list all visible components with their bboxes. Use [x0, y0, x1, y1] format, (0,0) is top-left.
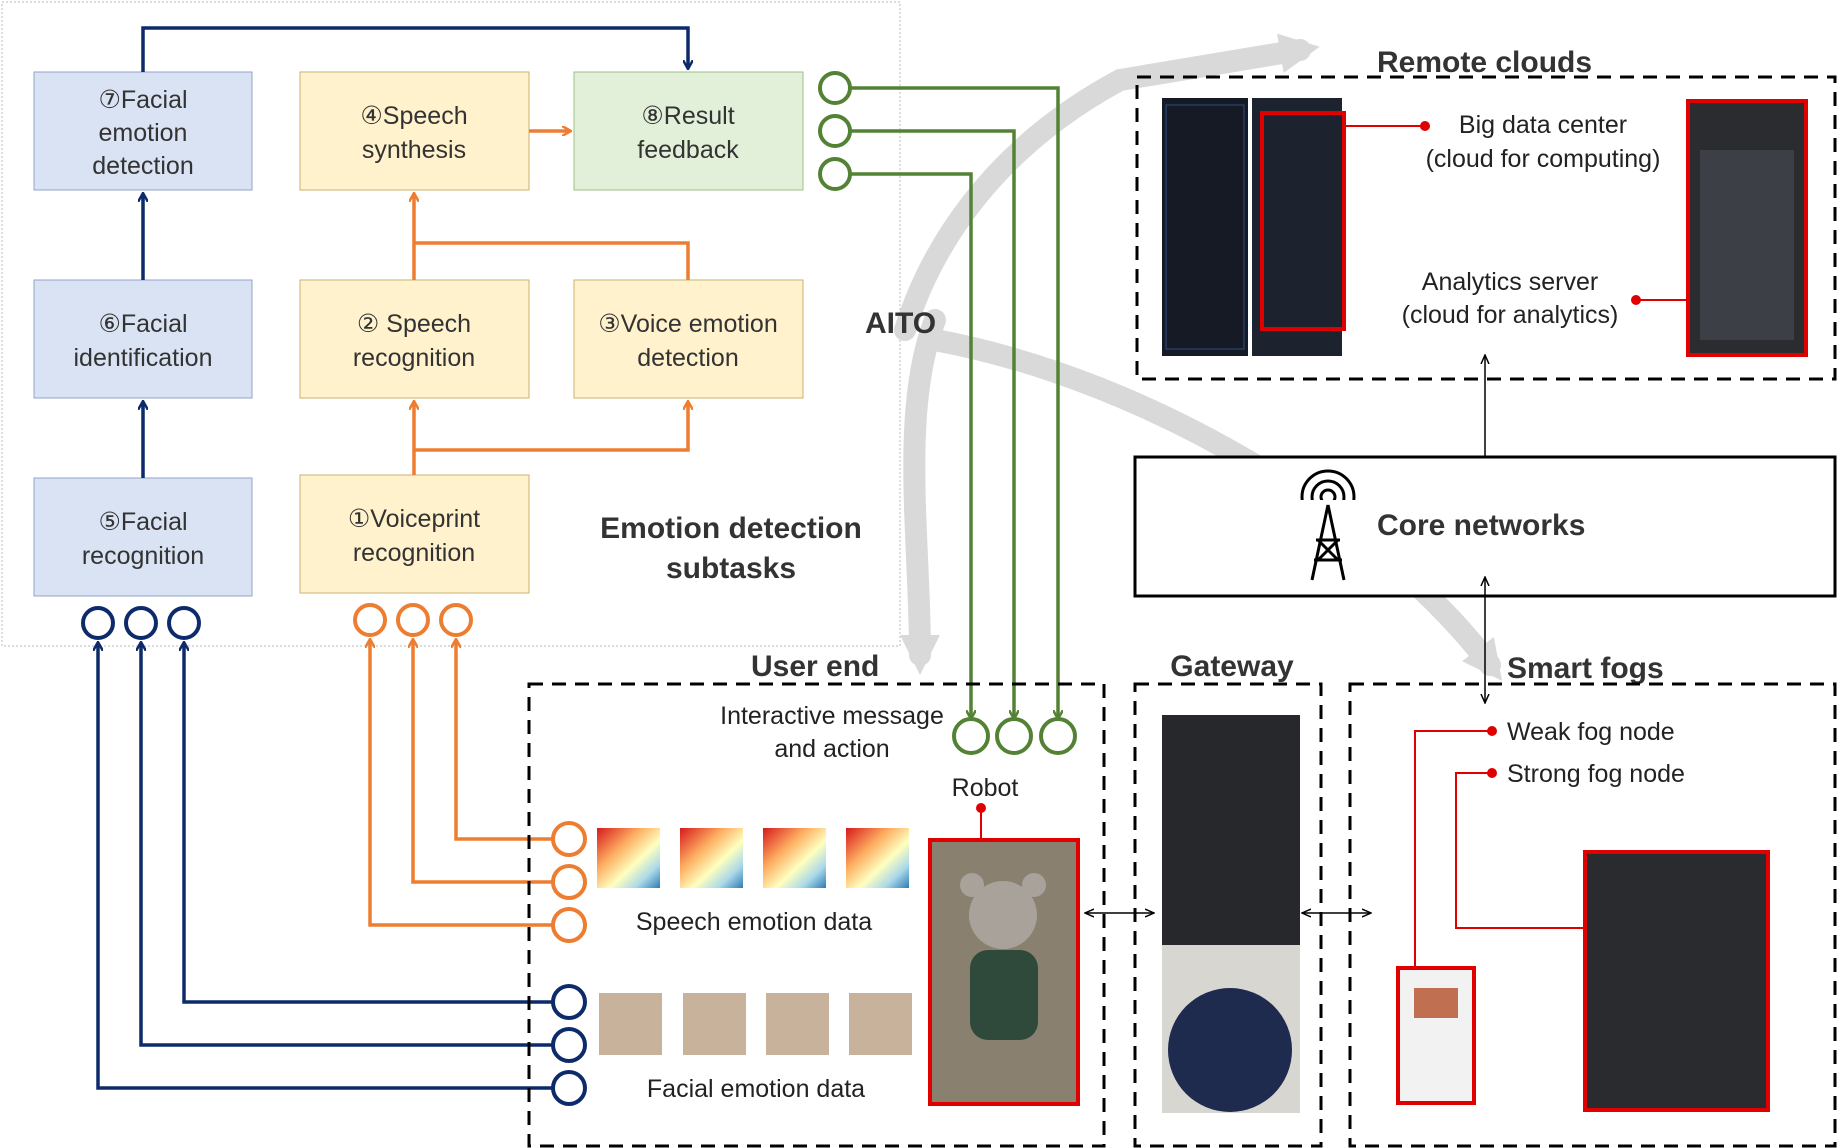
voice-emotion-detection-box: ③Voice emotion detection: [573, 279, 804, 399]
facial-data-ports: [551, 984, 587, 1106]
svg-text:recognition: recognition: [82, 542, 204, 570]
svg-text:①Voiceprint: ①Voiceprint: [348, 505, 480, 533]
speech-synthesis-box: ④Speech synthesis: [299, 71, 530, 191]
svg-text:recognition: recognition: [353, 344, 475, 372]
svg-text:subtasks: subtasks: [666, 552, 796, 585]
svg-text:(cloud for computing): (cloud for computing): [1426, 145, 1661, 173]
smart-fogs-border: [1348, 682, 1837, 1148]
feedback-lines: [850, 86, 1058, 718]
svg-text:detection: detection: [637, 344, 738, 372]
facial-data-lines: [98, 643, 553, 1090]
svg-text:② Speech: ② Speech: [357, 310, 471, 338]
weak-fog-node-label: Weak fog node: [1507, 718, 1675, 746]
svg-text:(cloud for analytics): (cloud for analytics): [1402, 301, 1619, 329]
svg-text:detection: detection: [92, 152, 193, 180]
big-data-center-highlight: [1260, 111, 1430, 331]
svg-text:Big data center: Big data center: [1459, 111, 1627, 139]
user-end-title: User end: [751, 650, 879, 683]
panel-title: Emotion detection subtasks: [600, 512, 862, 585]
weak-fog-node-image: [1396, 966, 1476, 1105]
gateway-title: Gateway: [1170, 650, 1294, 683]
strong-fog-node-connector: [1455, 772, 1585, 929]
svg-text:Emotion detection: Emotion detection: [600, 512, 862, 545]
interactive-message-label: Interactive message and action: [720, 702, 944, 763]
svg-text:emotion: emotion: [99, 119, 188, 147]
aito-label: AITO: [865, 307, 936, 340]
svg-text:⑦Facial: ⑦Facial: [98, 86, 187, 114]
weak-fog-node-dot: [1487, 726, 1497, 736]
strong-fog-node-image: [1583, 850, 1770, 1112]
facial-emotion-detection-box: ⑦Facial emotion detection: [33, 71, 253, 191]
svg-text:⑥Facial: ⑥Facial: [98, 310, 187, 338]
strong-fog-node-dot: [1487, 768, 1497, 778]
analytics-server-image: [1631, 99, 1808, 357]
gateway-image: [1162, 715, 1300, 1113]
face-images: [599, 993, 912, 1055]
spectrogram-images: [597, 828, 909, 888]
svg-text:Interactive message: Interactive message: [720, 702, 944, 730]
weak-fog-node-connector: [1414, 730, 1492, 968]
speech-emotion-data-label: Speech emotion data: [636, 908, 872, 936]
remote-clouds-title: Remote clouds: [1377, 46, 1592, 79]
facial-input-ports: [81, 606, 201, 640]
facial-recognition-box: ⑤Facial recognition: [33, 477, 253, 597]
antenna-tower-icon: [1300, 469, 1356, 581]
svg-text:③Voice emotion: ③Voice emotion: [598, 310, 777, 338]
server-rack-image: [1162, 98, 1342, 356]
facial-identification-box: ⑥Facial identification: [33, 279, 253, 399]
svg-text:Analytics server: Analytics server: [1422, 268, 1598, 296]
core-networks-title: Core networks: [1377, 509, 1585, 542]
core-networks-box: [1133, 455, 1837, 598]
svg-text:recognition: recognition: [353, 539, 475, 567]
speech-data-ports: [551, 821, 587, 943]
svg-text:synthesis: synthesis: [362, 136, 466, 164]
svg-text:④Speech: ④Speech: [360, 102, 467, 130]
remote-clouds-border: [1135, 75, 1837, 381]
feedback-ports: [818, 71, 852, 191]
robot-image: [928, 803, 1080, 1106]
facial-flow-arrows: [143, 26, 688, 478]
speech-data-lines: [370, 640, 553, 927]
strong-fog-node-label: Strong fog node: [1507, 760, 1685, 788]
result-feedback-box: ⑧Result feedback: [573, 71, 804, 191]
svg-text:feedback: feedback: [637, 136, 739, 164]
robot-input-ports: [952, 717, 1077, 755]
facial-emotion-data-label: Facial emotion data: [647, 1075, 865, 1103]
speech-input-ports: [353, 603, 473, 637]
svg-text:⑧Result: ⑧Result: [641, 102, 734, 130]
big-data-center-label: Big data center (cloud for computing): [1426, 111, 1661, 173]
robot-label: Robot: [952, 774, 1019, 802]
smart-fogs-title: Smart fogs: [1507, 652, 1664, 685]
voiceprint-recognition-box: ①Voiceprint recognition: [299, 474, 530, 594]
svg-text:identification: identification: [74, 344, 213, 372]
svg-text:and action: and action: [774, 735, 889, 763]
svg-text:⑤Facial: ⑤Facial: [98, 508, 187, 536]
speech-recognition-box: ② Speech recognition: [299, 279, 530, 399]
analytics-server-label: Analytics server (cloud for analytics): [1402, 268, 1619, 329]
speech-flow-arrows: [414, 131, 688, 475]
